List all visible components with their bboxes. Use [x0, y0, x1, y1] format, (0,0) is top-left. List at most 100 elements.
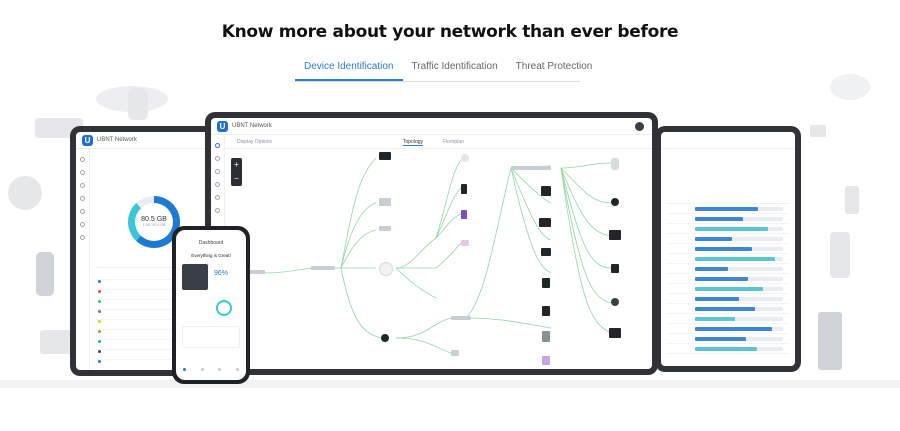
traffic-row[interactable] [667, 264, 789, 274]
client-node[interactable] [379, 226, 391, 231]
traffic-row[interactable] [667, 224, 789, 234]
switch-node[interactable] [311, 266, 335, 270]
client-node[interactable] [461, 240, 469, 246]
traffic-row[interactable] [667, 304, 789, 314]
page-headline: Know more about your network than ever b… [221, 22, 679, 42]
home-icon[interactable] [183, 368, 187, 371]
client-node[interactable] [461, 210, 467, 219]
settings-icon[interactable] [215, 208, 220, 213]
clients-icon[interactable] [80, 183, 85, 188]
list-item[interactable] [96, 280, 204, 293]
tab-topology[interactable]: Topology [403, 139, 424, 146]
access-point-node[interactable] [379, 262, 393, 276]
traffic-bar-fill [695, 247, 753, 251]
traffic-row[interactable] [667, 334, 789, 344]
list-item[interactable] [96, 320, 204, 333]
client-node[interactable] [541, 248, 551, 256]
devices-icon[interactable] [80, 170, 85, 175]
traffic-row[interactable] [667, 284, 789, 294]
phone-card[interactable] [182, 326, 240, 348]
list-item[interactable] [96, 300, 204, 313]
avatar[interactable] [635, 122, 644, 131]
clients-icon[interactable] [215, 169, 220, 174]
insights-icon[interactable] [80, 209, 85, 214]
traffic-row[interactable] [667, 254, 789, 264]
tab-device-identification[interactable]: Device Identification [295, 60, 403, 81]
devices-icon[interactable] [215, 156, 220, 161]
switch-node[interactable] [511, 166, 551, 170]
traffic-bar-fill [695, 277, 748, 281]
traffic-row[interactable] [667, 324, 789, 334]
traffic-bar-track [695, 207, 783, 211]
tablet-left-appbar: U UBNT Network [76, 132, 214, 149]
settings-icon[interactable] [80, 235, 85, 240]
devices-icon[interactable] [200, 368, 204, 371]
dashboard-icon[interactable] [80, 157, 85, 162]
list-item[interactable] [96, 290, 204, 303]
traffic-row[interactable] [667, 274, 789, 284]
traffic-row[interactable] [667, 214, 789, 224]
list-item[interactable] [96, 340, 204, 353]
bg-phone-right [845, 186, 859, 214]
app-name: UBNT Network [232, 123, 272, 129]
traffic-row[interactable] [667, 204, 789, 214]
display-options-button[interactable]: Display Options [237, 139, 273, 145]
traffic-bar-track [695, 227, 783, 231]
client-node[interactable] [611, 158, 619, 170]
gateway-node[interactable] [247, 270, 265, 274]
topology-links [264, 157, 612, 354]
alerts-icon[interactable] [80, 222, 85, 227]
tablet-main-appbar: U UBNT Network [211, 118, 652, 135]
insights-icon[interactable] [215, 195, 220, 200]
list-item[interactable] [96, 310, 204, 323]
traffic-row[interactable] [667, 344, 789, 354]
client-node[interactable] [611, 264, 619, 273]
traffic-row[interactable] [667, 294, 789, 304]
bg-speaker [128, 88, 148, 120]
tab-threat-protection[interactable]: Threat Protection [515, 61, 593, 72]
traffic-bar-fill [695, 337, 747, 341]
unifi-logo-icon: U [217, 120, 228, 132]
clients-icon[interactable] [218, 368, 222, 371]
client-node[interactable] [461, 154, 469, 162]
client-node[interactable] [609, 328, 621, 338]
client-node[interactable] [542, 356, 550, 365]
traffic-table [667, 198, 789, 358]
zoom-out-button[interactable]: − [234, 174, 239, 183]
stats-icon[interactable] [215, 182, 220, 187]
client-node[interactable] [379, 152, 391, 160]
tab-floorplan[interactable]: Floorplan [443, 139, 464, 145]
bg-switch-right [830, 232, 850, 278]
client-node[interactable] [542, 278, 550, 288]
traffic-row[interactable] [667, 234, 789, 244]
tab-traffic-identification[interactable]: Traffic Identification [411, 61, 498, 72]
storage-donut: 80.5 GB 1.45 / 80.5 GB [128, 196, 180, 248]
client-node[interactable] [539, 218, 551, 227]
switch-node[interactable] [451, 316, 471, 320]
client-node[interactable] [541, 186, 551, 196]
traffic-row[interactable] [667, 244, 789, 254]
client-node[interactable] [379, 198, 391, 206]
client-node[interactable] [461, 184, 467, 194]
list-item[interactable] [96, 270, 204, 283]
client-node[interactable] [611, 198, 619, 206]
client-node[interactable] [381, 334, 389, 342]
client-node[interactable] [611, 298, 619, 306]
stats-icon[interactable] [80, 196, 85, 201]
list-item[interactable] [96, 350, 204, 363]
dashboard-icon[interactable] [215, 143, 220, 148]
zoom-in-button[interactable]: + [234, 160, 239, 169]
traffic-bar-fill [695, 317, 735, 321]
traffic-bar-fill [695, 307, 755, 311]
traffic-bar-fill [695, 347, 757, 351]
traffic-row[interactable] [667, 314, 789, 324]
client-node[interactable] [542, 331, 550, 342]
traffic-bar-track [695, 257, 783, 261]
settings-icon[interactable] [235, 368, 239, 371]
client-node[interactable] [451, 350, 459, 356]
client-node[interactable] [609, 230, 621, 240]
traffic-bar-fill [695, 217, 744, 221]
client-node[interactable] [542, 306, 550, 316]
list-item[interactable] [96, 330, 204, 343]
app-name: UBNT Network [97, 137, 137, 143]
